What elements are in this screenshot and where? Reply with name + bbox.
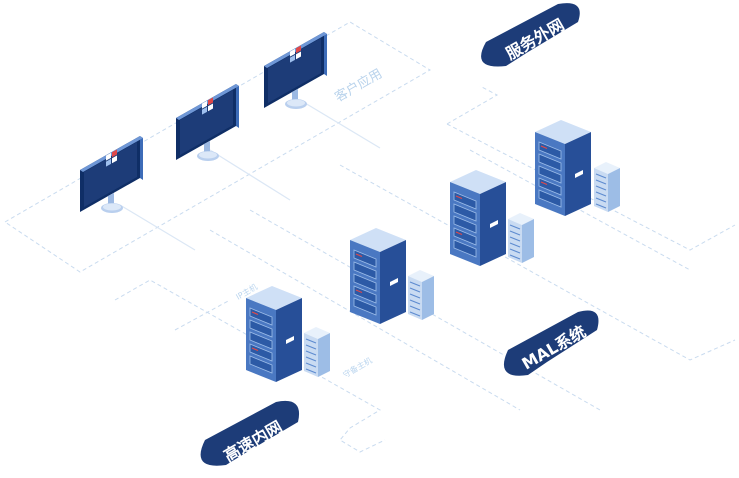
storage-unit-icon [303, 326, 331, 378]
server-rack-icon [534, 119, 592, 217]
monitor-icon [264, 32, 327, 109]
storage-unit-icon [593, 161, 621, 213]
monitor-icon [176, 84, 239, 161]
badge-mal-system: MAL系统 [503, 310, 599, 376]
zone-label-standby-host: 守备主机 [341, 355, 374, 380]
server-rack-icon [449, 169, 507, 267]
monitor-icon [80, 136, 143, 213]
server-rack-icon [245, 285, 303, 383]
badge-high-speed-intranet: 高速内网 [200, 400, 300, 466]
badge-service-extranet: 服务外网 [481, 3, 580, 67]
zone-label-client-app: 客户应用 [332, 66, 385, 106]
storage-unit-icon [507, 212, 535, 264]
storage-unit-icon [407, 269, 435, 321]
server-rack-icon [349, 227, 407, 325]
